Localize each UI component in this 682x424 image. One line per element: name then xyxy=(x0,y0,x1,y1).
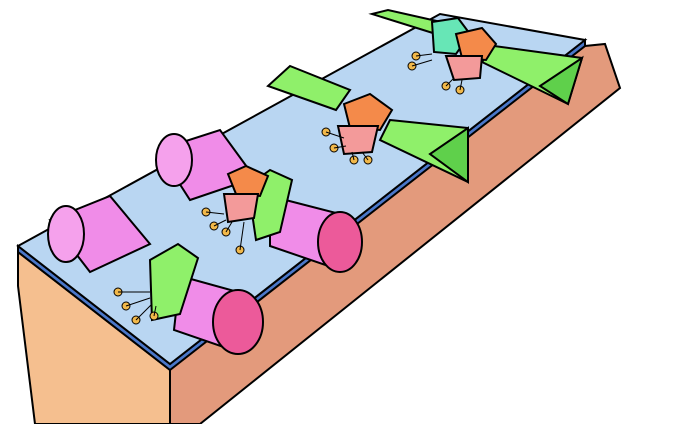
cylinder-cap-left xyxy=(47,205,85,263)
cap-pink xyxy=(222,193,260,224)
unit-wing-back xyxy=(368,8,584,106)
cap-orange xyxy=(342,92,394,132)
wing-right-tip xyxy=(428,126,469,184)
cap-orange xyxy=(226,164,270,198)
ball-cluster xyxy=(113,287,159,325)
cap-pink xyxy=(336,125,380,156)
ball-cluster xyxy=(407,51,465,95)
cap-pink xyxy=(444,55,484,82)
cylinder-end-right xyxy=(212,289,264,355)
wing-left xyxy=(266,64,352,112)
ball-cluster xyxy=(201,207,245,255)
ball-cluster xyxy=(321,127,373,165)
cylinder-end-right xyxy=(317,211,363,273)
clamp xyxy=(148,242,200,322)
unit-cylinder-back xyxy=(155,128,363,273)
cap-orange xyxy=(454,26,498,62)
wing-right-tip xyxy=(538,55,584,106)
cylinder-cap-left xyxy=(155,133,193,187)
unit-wing-front xyxy=(266,64,469,184)
unit-cylinder-front xyxy=(47,194,264,355)
